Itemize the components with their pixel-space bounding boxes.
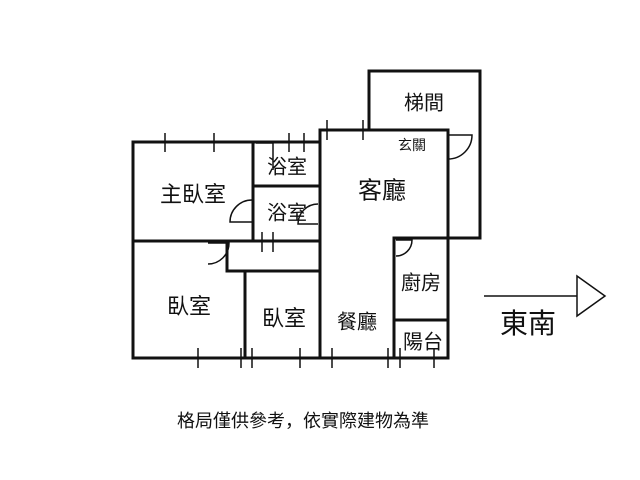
room-label-living-room: 客廳 xyxy=(358,176,406,205)
direction-arrow xyxy=(484,274,607,318)
room-label-bedroom-1: 臥室 xyxy=(166,295,212,320)
room-label-bedroom-2: 臥室 xyxy=(261,307,307,332)
disclaimer-text: 格局僅供參考，依實際建物為準 xyxy=(177,411,429,432)
room-label-bathroom-1: 浴室 xyxy=(267,154,307,179)
walls xyxy=(131,69,482,360)
windows xyxy=(164,120,435,368)
room-label-bathroom-2: 浴室 xyxy=(267,200,307,225)
room-label-entrance: 玄關 xyxy=(398,138,426,154)
room-label-balcony: 陽台 xyxy=(403,329,443,354)
doors xyxy=(207,134,473,265)
room-label-kitchen: 廚房 xyxy=(401,270,441,295)
room-label-stairwell: 梯間 xyxy=(404,90,444,115)
room-label-dining-room: 餐廳 xyxy=(337,309,377,334)
orientation-label: 東南 xyxy=(499,307,557,340)
room-label-master-bedroom: 主臥室 xyxy=(159,183,227,208)
